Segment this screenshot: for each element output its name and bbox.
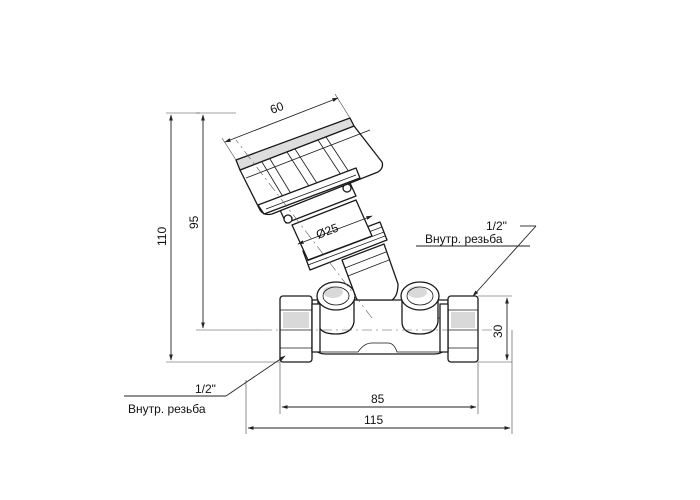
dimension-overall-length: 115 bbox=[245, 330, 513, 434]
dimension-inner-length: 85 bbox=[279, 362, 479, 414]
overall-length-label: 115 bbox=[364, 413, 383, 427]
dimension-handle-width: 60 bbox=[221, 93, 351, 161]
dimension-pipe-height: 30 bbox=[478, 295, 512, 363]
dimension-overall-height: 110 bbox=[155, 112, 280, 363]
right-thread-size: 1/2" bbox=[486, 219, 507, 233]
right-hex-fitting bbox=[439, 295, 479, 363]
axis-height-label: 95 bbox=[187, 215, 201, 229]
left-thread-type: Внутр. резьба bbox=[128, 402, 206, 416]
right-port-boss bbox=[400, 281, 440, 335]
callout-right-thread: 1/2" Внутр. резьба bbox=[416, 219, 537, 297]
inner-length-label: 85 bbox=[371, 392, 385, 406]
right-thread-type: Внутр. резьба bbox=[425, 232, 503, 246]
overall-height-label: 110 bbox=[155, 227, 169, 246]
left-thread-size: 1/2" bbox=[195, 382, 216, 396]
pipe-height-label: 30 bbox=[491, 324, 505, 338]
bonnet-neck bbox=[341, 243, 399, 301]
handle-width-label: 60 bbox=[268, 99, 286, 117]
center-lines bbox=[235, 139, 498, 331]
left-hex-fitting bbox=[279, 295, 321, 363]
left-port-boss bbox=[316, 281, 356, 335]
callout-left-thread: 1/2" Внутр. резьба bbox=[124, 355, 286, 416]
dimension-axis-height: 95 bbox=[187, 112, 262, 331]
